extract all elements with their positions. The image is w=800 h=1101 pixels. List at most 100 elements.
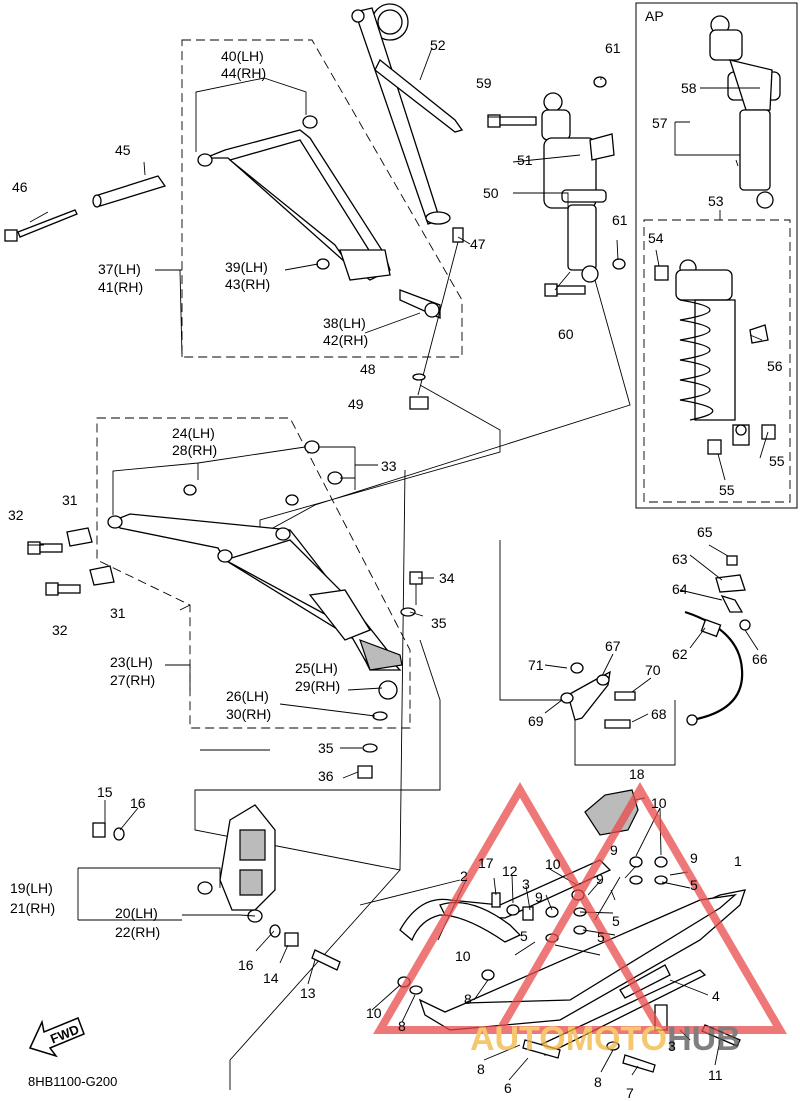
callout-53: 53 bbox=[708, 193, 724, 209]
callout-36: 36 bbox=[318, 768, 334, 784]
callout-14: 14 bbox=[263, 970, 279, 986]
callout-39: 39(LH) bbox=[225, 259, 268, 275]
callout-62: 62 bbox=[672, 646, 688, 662]
bolt-59 bbox=[487, 114, 537, 128]
callout-24: 24(LH) bbox=[172, 425, 215, 441]
callout-64: 64 bbox=[672, 581, 688, 597]
callout-3a: 3 bbox=[522, 876, 530, 892]
shaft-45 bbox=[92, 175, 167, 208]
watermark: AUTOMOTOHUB bbox=[373, 782, 787, 1058]
bushing-54 bbox=[654, 265, 669, 281]
callout-6: 6 bbox=[504, 1080, 512, 1096]
callout-30: 30(RH) bbox=[226, 706, 271, 722]
callout-32b: 32 bbox=[52, 622, 68, 638]
callout-33: 33 bbox=[381, 458, 397, 474]
callout-40: 40(LH) bbox=[221, 48, 264, 64]
upper-arm-group-outline bbox=[181, 39, 463, 358]
callout-12: 12 bbox=[502, 863, 518, 879]
handle-2 bbox=[439, 901, 522, 943]
callout-4: 4 bbox=[712, 988, 720, 1004]
bushing-31a bbox=[66, 527, 93, 547]
bushing-24 bbox=[183, 484, 197, 496]
watermark-text-b: HUB bbox=[667, 1020, 741, 1058]
callout-71: 71 bbox=[528, 657, 544, 673]
callout-37: 37(LH) bbox=[98, 261, 141, 277]
callout-8a: 8 bbox=[398, 1018, 406, 1034]
ball-joint-38 bbox=[399, 289, 441, 320]
washer-61b bbox=[612, 258, 626, 270]
fwd-label: FWD bbox=[48, 1022, 81, 1047]
bolt-70 bbox=[614, 691, 636, 701]
svg-text:AUTOMOTOHUB: AUTOMOTOHUB bbox=[470, 1020, 741, 1058]
nut-49 bbox=[409, 396, 429, 410]
callout-28: 28(RH) bbox=[172, 442, 217, 458]
washer-16b bbox=[269, 924, 281, 938]
bushing-33a bbox=[304, 440, 320, 454]
callout-21: 21(RH) bbox=[10, 900, 55, 916]
bolt-32b bbox=[45, 582, 81, 596]
bushing-55a bbox=[707, 439, 722, 455]
callout-57: 57 bbox=[652, 115, 668, 131]
callout-56: 56 bbox=[767, 358, 783, 374]
callout-8d: 8 bbox=[594, 1074, 602, 1090]
callout-5a: 5 bbox=[690, 877, 698, 893]
bushing-55b bbox=[761, 424, 776, 440]
fwd-arrow-icon: FWD bbox=[28, 1017, 85, 1058]
callout-9d: 9 bbox=[535, 889, 543, 905]
shock-absorber-50 bbox=[541, 92, 615, 283]
shaft-13 bbox=[311, 949, 341, 971]
callout-65: 65 bbox=[697, 524, 713, 540]
callout-41: 41(RH) bbox=[98, 279, 143, 295]
callout-43: 43(RH) bbox=[225, 276, 270, 292]
callout-48: 48 bbox=[360, 361, 376, 377]
washer-35a bbox=[400, 607, 416, 617]
callout-55a: 55 bbox=[769, 453, 785, 469]
bolt-46 bbox=[4, 209, 78, 242]
callout-19: 19(LH) bbox=[10, 880, 53, 896]
washer-61a bbox=[593, 76, 607, 88]
callout-26: 26(LH) bbox=[226, 688, 269, 704]
callout-31a: 31 bbox=[62, 492, 78, 508]
bolt-60 bbox=[544, 283, 586, 297]
callout-61a: 61 bbox=[605, 40, 621, 56]
callout-22: 22(RH) bbox=[115, 924, 160, 940]
watermark-triangle bbox=[373, 782, 787, 1034]
bushing-33b bbox=[327, 471, 343, 485]
diagram-code: 8HB1100-G200 bbox=[28, 1074, 117, 1089]
bushing-15 bbox=[92, 822, 106, 838]
shock-57 bbox=[709, 15, 781, 209]
callout-10d: 10 bbox=[366, 1005, 382, 1021]
callout-34: 34 bbox=[439, 570, 455, 586]
callout-49: 49 bbox=[348, 396, 364, 412]
callout-66: 66 bbox=[752, 651, 768, 667]
callout-61b: 61 bbox=[612, 212, 628, 228]
shock-assembly-outline bbox=[643, 219, 791, 503]
callout-50: 50 bbox=[483, 185, 499, 201]
callout-51: 51 bbox=[517, 152, 533, 168]
callout-9c: 9 bbox=[596, 871, 604, 887]
shock-assembly-53 bbox=[675, 259, 769, 446]
spindle-19 bbox=[197, 804, 276, 923]
seal-26 bbox=[372, 711, 388, 721]
callout-52: 52 bbox=[430, 37, 446, 53]
callout-31b: 31 bbox=[110, 605, 126, 621]
bushing-31b bbox=[89, 565, 115, 586]
callout-18: 18 bbox=[629, 766, 645, 782]
callout-58: 58 bbox=[681, 80, 697, 96]
callout-27: 27(RH) bbox=[110, 672, 155, 688]
ball-joint-25 bbox=[378, 680, 398, 700]
callout-5c: 5 bbox=[597, 929, 605, 945]
callout-5b: 5 bbox=[520, 928, 528, 944]
callout-70: 70 bbox=[645, 662, 661, 678]
callout-8c: 8 bbox=[477, 1061, 485, 1077]
bracket-63-64-66 bbox=[715, 555, 751, 631]
callout-32a: 32 bbox=[8, 507, 24, 523]
callout-35b: 35 bbox=[318, 740, 334, 756]
callout-44: 44(RH) bbox=[221, 65, 266, 81]
callout-10c: 10 bbox=[455, 948, 471, 964]
callout-42: 42(RH) bbox=[323, 332, 368, 348]
washer-48 bbox=[412, 373, 426, 381]
callout-59: 59 bbox=[476, 75, 492, 91]
callout-10b: 10 bbox=[545, 856, 561, 872]
